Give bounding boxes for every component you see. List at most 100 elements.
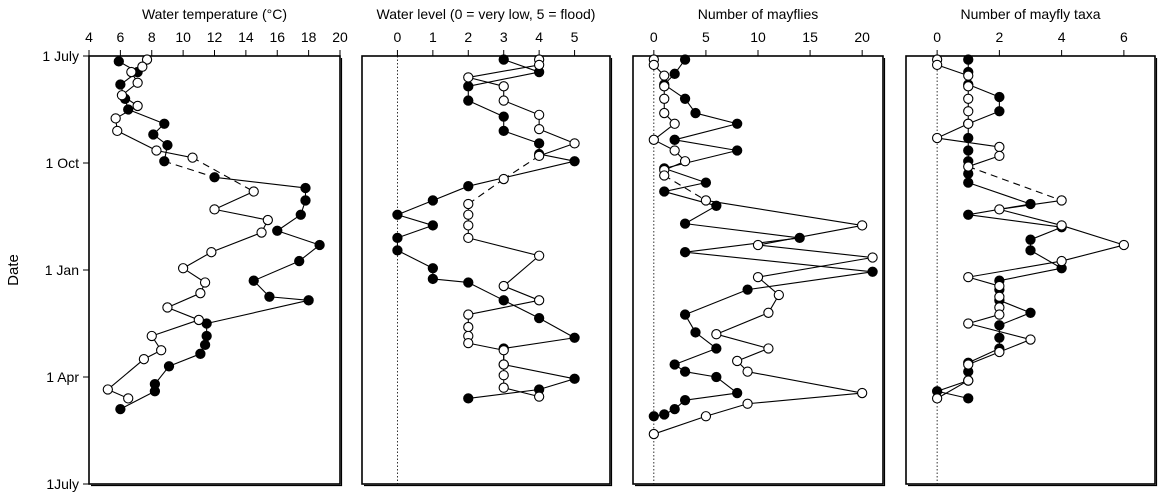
- series-1-point-filled: [732, 387, 743, 399]
- series-2-segment: [757, 224, 863, 246]
- series-1-point-filled: [463, 277, 474, 288]
- series-2-point-open: [994, 280, 1005, 292]
- series-1-segment: [747, 271, 873, 291]
- panel-frame: [361, 55, 611, 485]
- series-1-segment: [397, 199, 434, 216]
- series-2-segment: [503, 255, 540, 287]
- series-1-point-filled: [498, 125, 509, 137]
- series-1-segment: [468, 100, 504, 118]
- series-2-segment: [936, 380, 969, 399]
- series-2-segment: [968, 276, 1000, 287]
- series-2-segment: [705, 199, 863, 226]
- series-2-point-open: [498, 382, 509, 393]
- series-2-segment: [747, 392, 863, 405]
- series-2-point-open: [963, 271, 974, 283]
- y-tick-label-0: 1 July: [42, 48, 79, 64]
- series-2-point-open: [994, 309, 1005, 320]
- series-1-point-filled: [533, 138, 545, 149]
- series-1-point-filled: [569, 373, 580, 384]
- series-1-point-filled: [679, 54, 691, 65]
- series-1-point-filled: [963, 132, 974, 144]
- series-1-segment: [206, 299, 309, 325]
- series-1-point-filled: [963, 177, 974, 188]
- series-2-point-open: [963, 70, 974, 81]
- series-1-segment: [120, 390, 156, 410]
- series-1-point-filled: [669, 359, 680, 370]
- panel-title: Water temperature (°C): [142, 6, 287, 22]
- series-1-segment: [684, 371, 717, 378]
- series-2-point-open: [112, 125, 123, 137]
- series-2-segment: [968, 314, 1000, 325]
- series-1-segment: [684, 205, 717, 225]
- series-2-point-open: [994, 141, 1005, 153]
- series-2-point-open: [752, 239, 764, 251]
- series-2-point-open: [931, 393, 943, 404]
- series-2-point-open: [763, 343, 774, 354]
- series-1-segment: [685, 251, 873, 273]
- series-2-segment: [468, 64, 540, 78]
- series-1-point-filled: [679, 247, 691, 258]
- series-1-point-filled: [679, 395, 691, 406]
- series-1-point-filled: [115, 79, 126, 90]
- series-2-segment: [116, 130, 157, 152]
- x-tick-label-2: 10: [750, 29, 766, 45]
- series-2-point-open: [963, 359, 974, 370]
- series-1-point-filled: [1025, 307, 1036, 318]
- series-1-segment: [128, 108, 165, 125]
- x-tick-label-1: 1: [429, 29, 437, 45]
- series-2-point-open: [187, 152, 198, 163]
- x-tick-label-1: 2: [995, 29, 1003, 45]
- x-tick-label-1: 5: [702, 29, 710, 45]
- series-2-point-open: [963, 118, 974, 129]
- series-1-point-filled: [533, 312, 545, 324]
- series-2-point-open: [533, 295, 545, 306]
- series-1-point-filled: [679, 309, 691, 320]
- x-tick-label-8: 20: [332, 29, 348, 45]
- series-2-point-open: [146, 330, 157, 342]
- series-2-point-open: [177, 263, 189, 274]
- series-1-point-filled: [195, 348, 206, 359]
- series-1-segment: [468, 71, 540, 87]
- series-1-segment: [685, 392, 738, 401]
- series-2-point-open: [132, 100, 143, 112]
- series-1-segment: [468, 388, 540, 399]
- series-2-point-open: [533, 391, 545, 402]
- series-2-segment: [503, 100, 540, 116]
- series-1-point-filled: [679, 93, 691, 104]
- series-1-point-filled: [994, 332, 1005, 343]
- series-1-segment: [674, 347, 717, 366]
- series-2-point-open: [857, 220, 868, 231]
- series-1-point-filled: [994, 320, 1005, 331]
- panel-frame: [88, 55, 341, 485]
- series-2-point-open: [700, 411, 712, 422]
- x-tick-label-6: 16: [269, 29, 285, 45]
- series-2-point-open: [463, 72, 474, 83]
- series-1-segment: [503, 363, 575, 380]
- series-1-segment: [269, 296, 309, 301]
- series-2-point-open: [116, 90, 128, 101]
- x-tick-label-3: 3: [500, 29, 508, 45]
- series-2-segment: [968, 155, 1000, 168]
- series-1-segment: [503, 130, 540, 144]
- series-2-point-open: [963, 161, 974, 172]
- series-1-segment: [999, 267, 1062, 282]
- series-2-segment: [999, 199, 1062, 210]
- series-1-point-filled: [148, 129, 159, 140]
- series-2-segment: [468, 299, 540, 316]
- series-1-point-filled: [679, 218, 691, 229]
- series-2-point-open: [659, 107, 670, 119]
- series-2-point-open: [931, 59, 943, 71]
- series-1-point-filled: [711, 200, 722, 211]
- series-2-point-open: [1118, 239, 1130, 251]
- series-2-point-open: [648, 428, 659, 440]
- series-2-point-open: [994, 291, 1005, 302]
- series-2-segment: [1061, 244, 1125, 262]
- series-1-point-filled: [201, 330, 212, 342]
- series-2-point-open: [463, 232, 474, 244]
- series-2-segment: [716, 312, 769, 335]
- series-1-point-filled: [963, 54, 974, 65]
- series-2-point-open: [248, 186, 259, 197]
- series-1-point-filled: [300, 195, 311, 206]
